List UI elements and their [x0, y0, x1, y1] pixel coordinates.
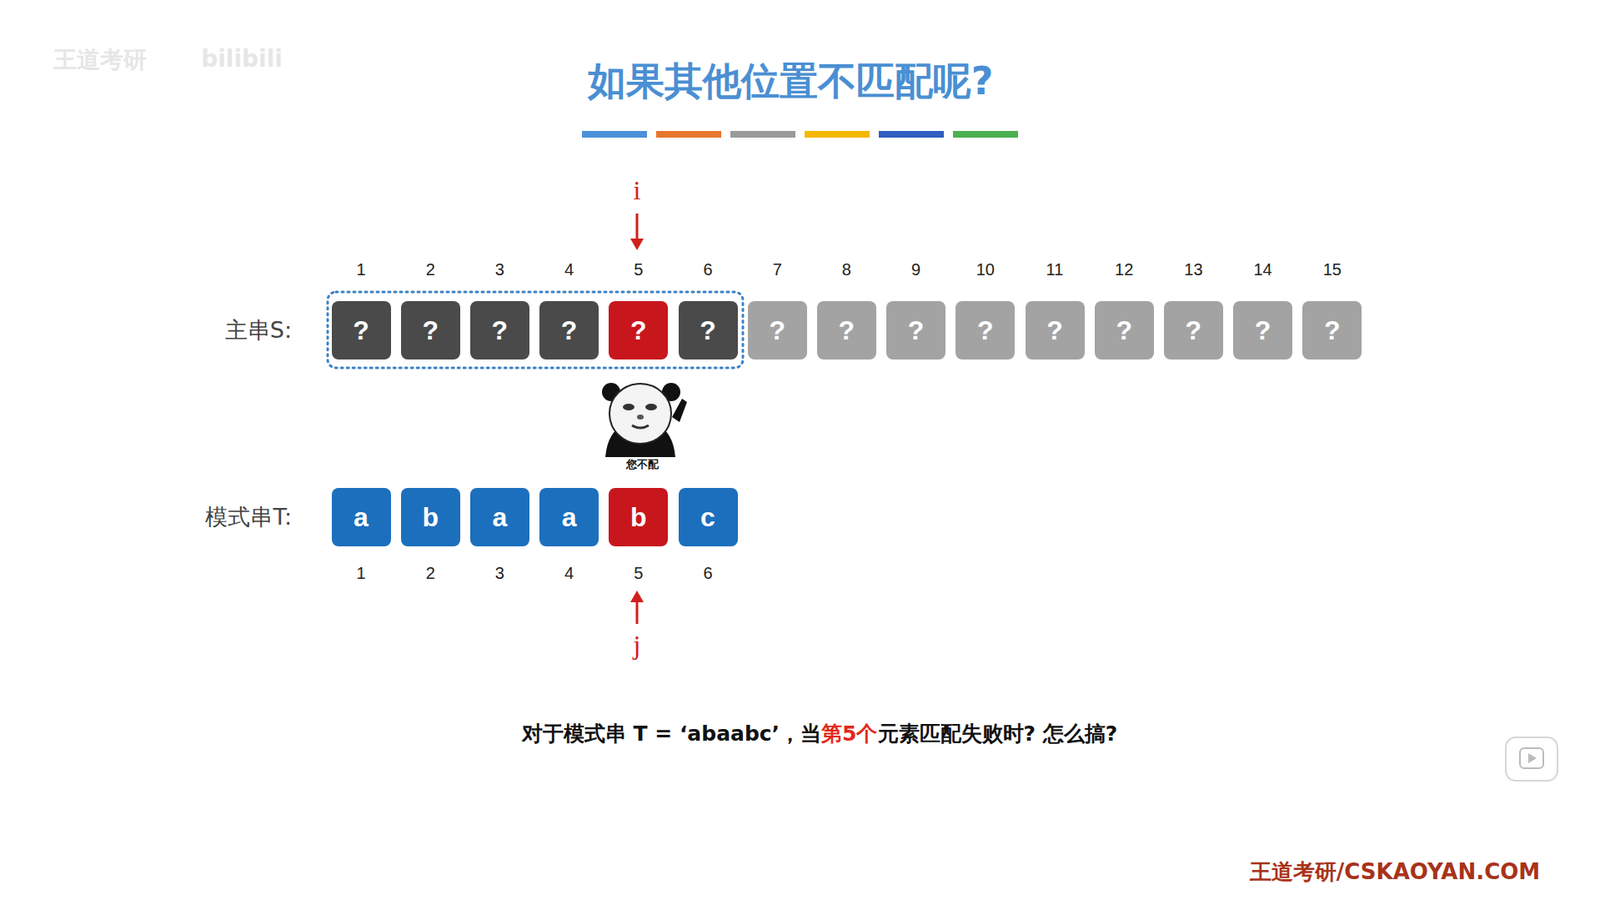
- watermark: 王道考研: [53, 44, 147, 76]
- cell-char: ?: [421, 315, 439, 347]
- main-string-cell: ?: [1233, 300, 1293, 360]
- pattern-cell: b: [401, 487, 461, 547]
- cell-char: ?: [630, 315, 648, 347]
- main-string-cell: ?: [1094, 300, 1154, 360]
- main-string-cell: ?: [608, 300, 668, 360]
- cell-char: a: [491, 501, 507, 533]
- cell-char: ?: [907, 315, 925, 347]
- index-number: 6: [702, 563, 713, 583]
- cell-char: ?: [491, 315, 509, 347]
- pointer-label: j: [633, 629, 642, 661]
- index-number: 12: [1114, 260, 1134, 280]
- index-number: 11: [1046, 260, 1064, 280]
- main-string-cell: ?: [331, 300, 392, 360]
- index-number: 9: [911, 260, 921, 280]
- caption-row: 对于模式串 T = ‘abaabc’，当第5个元素匹配失败时? 怎么搞?: [521, 719, 1118, 748]
- index-number: 1: [356, 260, 366, 280]
- cell-char: a: [561, 501, 577, 533]
- pattern-cell: c: [678, 487, 738, 547]
- watermark: bilibili: [200, 45, 283, 73]
- main-string-cell: ?: [539, 300, 599, 360]
- cell-char: ?: [1046, 315, 1064, 347]
- index-number: 2: [426, 260, 436, 280]
- index-number: 14: [1253, 260, 1272, 280]
- index-number: 6: [702, 260, 713, 280]
- index-number: 13: [1183, 260, 1203, 280]
- cell-char: b: [421, 501, 439, 533]
- cell-char: ?: [699, 315, 717, 347]
- index-number: 8: [842, 260, 852, 280]
- main-string-cell: ?: [1302, 300, 1362, 360]
- pointer-label: i: [633, 175, 642, 206]
- row-label: 模式串T:: [205, 501, 292, 532]
- cell-char: ?: [1185, 315, 1203, 347]
- cell-char: a: [353, 501, 369, 533]
- cell-char: c: [700, 501, 716, 533]
- index-number: 5: [633, 260, 643, 280]
- index-number: 7: [772, 260, 783, 280]
- index-number: 4: [564, 563, 574, 583]
- main-string-cell: ?: [886, 300, 946, 360]
- cell-char: ?: [1115, 315, 1133, 347]
- title-color-bars: [581, 130, 1019, 138]
- caption-text: 对于模式串 T = ‘abaabc’，当: [521, 719, 822, 748]
- j-pointer-arrow: [630, 590, 644, 624]
- index-number: 5: [633, 563, 643, 583]
- row-label: 主串S:: [225, 315, 292, 346]
- main-string-cell: ?: [817, 300, 877, 360]
- cell-char: ?: [977, 315, 994, 347]
- play-button-icon: [1505, 737, 1558, 781]
- pattern-cell: a: [539, 487, 599, 547]
- main-string-cell: ?: [955, 300, 1015, 360]
- main-string-cell: ?: [747, 300, 808, 360]
- index-number: 15: [1323, 260, 1342, 280]
- cell-char: ?: [561, 315, 578, 347]
- pattern-cell: b: [608, 487, 668, 547]
- cell-char: ?: [1254, 315, 1272, 347]
- main-string-cell: ?: [470, 300, 530, 360]
- main-string-cell: ?: [401, 300, 461, 360]
- panda-meme: [601, 382, 688, 457]
- cell-char: ?: [768, 315, 786, 347]
- main-string-cell: ?: [678, 300, 738, 360]
- index-number: 2: [426, 563, 436, 583]
- index-number: 10: [976, 260, 995, 280]
- index-number: 3: [495, 563, 505, 583]
- watermark: 王道考研/CSKAOYAN.COM: [1249, 857, 1540, 887]
- i-pointer-arrow: [630, 213, 644, 251]
- index-number: 3: [495, 260, 505, 280]
- pattern-cell: a: [470, 487, 530, 547]
- cell-char: ?: [838, 315, 856, 347]
- dotted-window: [327, 291, 743, 368]
- main-string-cell: ?: [1025, 300, 1085, 360]
- slide-title: 如果其他位置不匹配呢?: [587, 55, 994, 108]
- pattern-cell: a: [331, 487, 392, 547]
- main-string-cell: ?: [1163, 300, 1224, 360]
- cell-char: ?: [1324, 315, 1341, 347]
- meme-caption: 您不配: [626, 456, 659, 472]
- index-number: 4: [564, 260, 574, 280]
- cell-char: ?: [352, 315, 370, 347]
- caption-text: 元素匹配失败时? 怎么搞?: [877, 719, 1119, 748]
- caption-text: 第5个: [821, 719, 878, 748]
- index-number: 1: [356, 563, 366, 583]
- cell-char: b: [630, 501, 648, 533]
